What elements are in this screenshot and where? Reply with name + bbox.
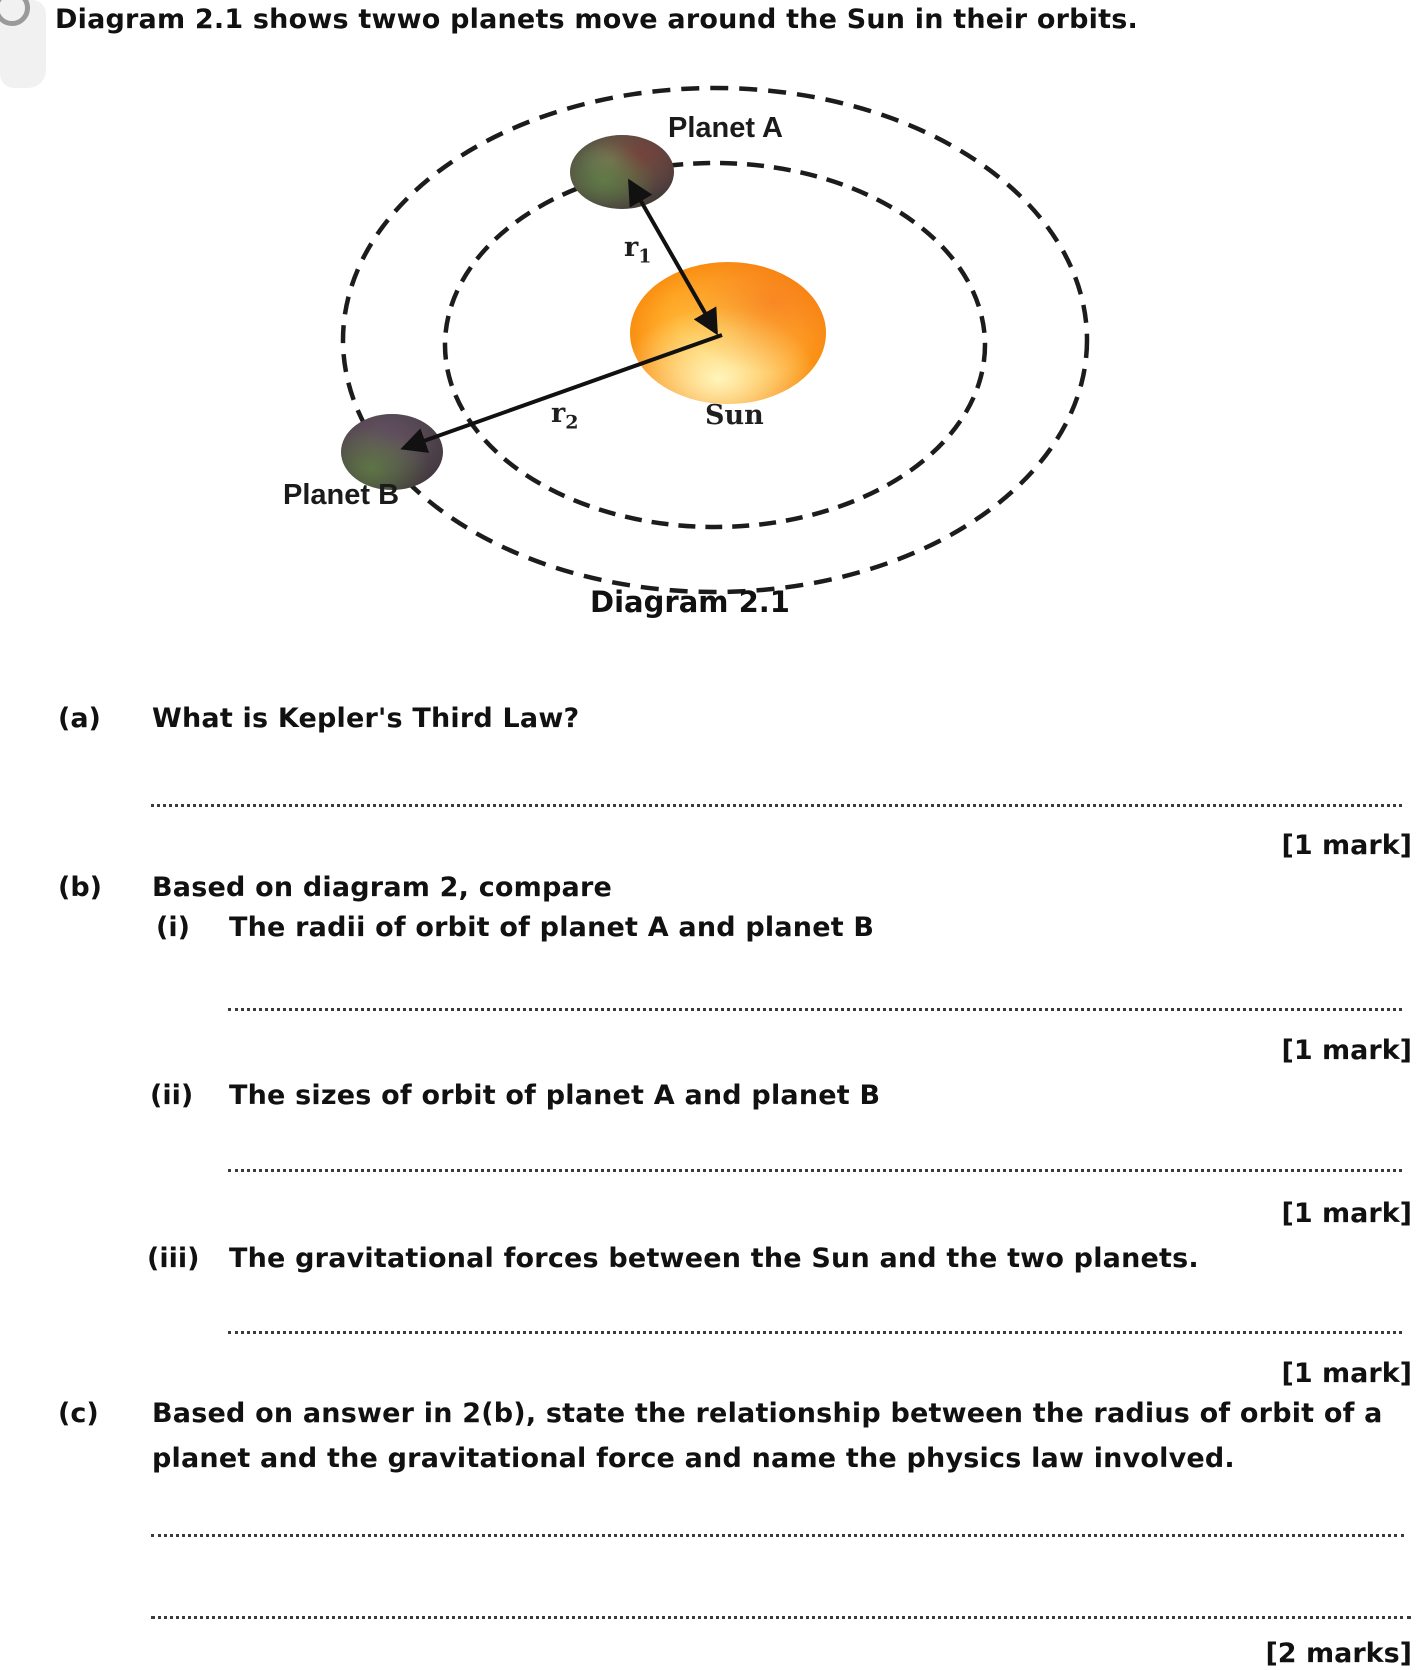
q-b-ii-text: The sizes of orbit of planet A and plane… (229, 1080, 881, 1111)
q-c-marks: [2 marks] (1265, 1638, 1412, 1669)
planet-a (570, 135, 674, 209)
planet-a-label: Planet A (668, 112, 783, 144)
answer-line-c-2 (151, 1616, 1411, 1619)
q-a-number: (a) (58, 703, 101, 734)
orbit-inner (442, 160, 988, 530)
orbit-diagram (340, 85, 1090, 595)
question-intro: Diagram 2.1 shows twwo planets move arou… (55, 4, 1138, 35)
q-a-text: What is Kepler's Third Law? (152, 703, 580, 734)
q-b-number: (b) (58, 872, 103, 903)
q-b-ii-number: (ii) (150, 1080, 194, 1111)
q-c-text-line2: planet and the gravitational force and n… (152, 1443, 1235, 1474)
radius-arrow-r2 (400, 333, 723, 453)
q-c-text-line1: Based on answer in 2(b), state the relat… (152, 1398, 1383, 1429)
r1-label: r1 (624, 232, 652, 268)
q-c-number: (c) (58, 1398, 99, 1429)
q-b-i-number: (i) (156, 912, 190, 943)
q-b-i-text: The radii of orbit of planet A and plane… (229, 912, 875, 943)
answer-line-b-ii (228, 1169, 1402, 1172)
q-b-iii-marks: [1 mark] (1281, 1358, 1413, 1389)
q-b-iii-text: The gravitational forces between the Sun… (229, 1243, 1199, 1274)
answer-line-b-iii (228, 1331, 1402, 1334)
r2-label: r2 (551, 398, 579, 434)
answer-line-c-1 (151, 1534, 1404, 1537)
q-b-text: Based on diagram 2, compare (152, 872, 612, 903)
q-a-marks: [1 mark] (1281, 830, 1413, 861)
orbit-outer (340, 85, 1090, 595)
answer-line-a (151, 804, 1402, 807)
q-b-ii-marks: [1 mark] (1281, 1198, 1413, 1229)
q-b-iii-number: (iii) (147, 1243, 200, 1274)
radius-arrow-r1 (628, 178, 718, 336)
q-b-i-marks: [1 mark] (1281, 1035, 1413, 1066)
answer-line-b-i (228, 1008, 1402, 1011)
diagram-caption: Diagram 2.1 (590, 585, 790, 619)
planet-b-label: Planet B (283, 479, 400, 511)
corner-ring-icon (0, 0, 30, 26)
sun-label: Sun (705, 400, 764, 431)
sun (630, 262, 826, 404)
